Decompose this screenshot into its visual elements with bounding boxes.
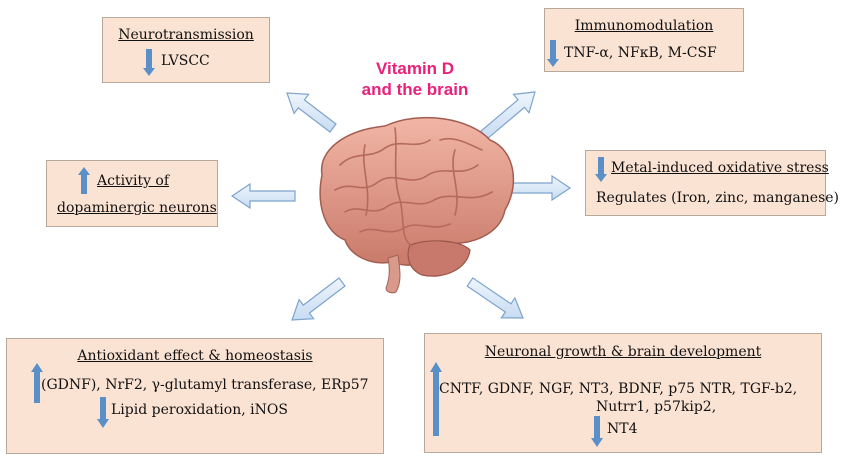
down-arrow-icon xyxy=(547,40,559,67)
flow-arrow-to-antioxidant xyxy=(291,277,346,321)
dopaminergic-box: Activity of dopaminergic neurons xyxy=(46,160,218,227)
up-arrow-icon xyxy=(31,363,43,403)
down-arrow-icon xyxy=(595,157,607,182)
neuronal-growth-line-2: Nutrr1, p57kip2, xyxy=(596,399,717,415)
neuronal-growth-line-3: NT4 xyxy=(607,421,638,437)
flow-arrow-to-dopaminergic xyxy=(230,182,296,210)
down-arrow-icon xyxy=(97,397,109,428)
immunomodulation-box: Immunomodulation TNF-α, NFκB, M-CSF xyxy=(544,8,744,72)
oxidative-stress-heading: Metal-induced oxidative stress xyxy=(611,160,829,176)
antioxidant-heading: Antioxidant effect & homeostasis xyxy=(77,348,313,364)
title-line-2: and the brain xyxy=(361,80,469,99)
diagram-title: Vitamin D and the brain xyxy=(300,58,530,100)
neuronal-growth-box: Neuronal growth & brain development CNTF… xyxy=(424,333,822,453)
up-arrow-icon xyxy=(430,362,442,436)
dopaminergic-heading-line-1: Activity of xyxy=(97,173,170,189)
up-arrow-icon xyxy=(78,167,90,194)
oxidative-stress-item: Regulates (Iron, zinc, manganese) xyxy=(596,190,839,206)
immunomodulation-heading: Immunomodulation xyxy=(574,18,714,34)
flow-arrow-to-immunomodulation xyxy=(479,91,536,140)
neurotransmission-box: Neurotransmission LVSCC xyxy=(102,17,270,83)
antioxidant-up-item: (GDNF), NrF2, γ-glutamyl transferase, ER… xyxy=(41,377,369,393)
antioxidant-box: Antioxidant effect & homeostasis (GDNF),… xyxy=(6,338,384,454)
oxidative-stress-box: Metal-induced oxidative stress Regulates… xyxy=(585,150,839,216)
neurotransmission-heading: Neurotransmission xyxy=(118,27,254,43)
neurotransmission-item: LVSCC xyxy=(161,53,210,69)
down-arrow-icon xyxy=(143,49,155,76)
neuronal-growth-heading: Neuronal growth & brain development xyxy=(484,344,762,360)
immunomodulation-item: TNF-α, NFκB, M-CSF xyxy=(564,45,717,61)
title-line-1: Vitamin D xyxy=(375,59,455,78)
dopaminergic-heading-line-2: dopaminergic neurons xyxy=(57,200,217,216)
antioxidant-down-item: Lipid peroxidation, iNOS xyxy=(111,402,288,418)
flow-arrow-to-neurotransmission xyxy=(286,92,337,133)
down-arrow-icon xyxy=(591,416,603,447)
flow-arrow-to-oxidative-stress xyxy=(509,174,572,202)
neuronal-growth-line-1: CNTF, GDNF, NGF, NT3, BDNF, p75 NTR, TGF… xyxy=(439,381,798,397)
flow-arrow-to-neuronal-growth xyxy=(466,277,524,319)
